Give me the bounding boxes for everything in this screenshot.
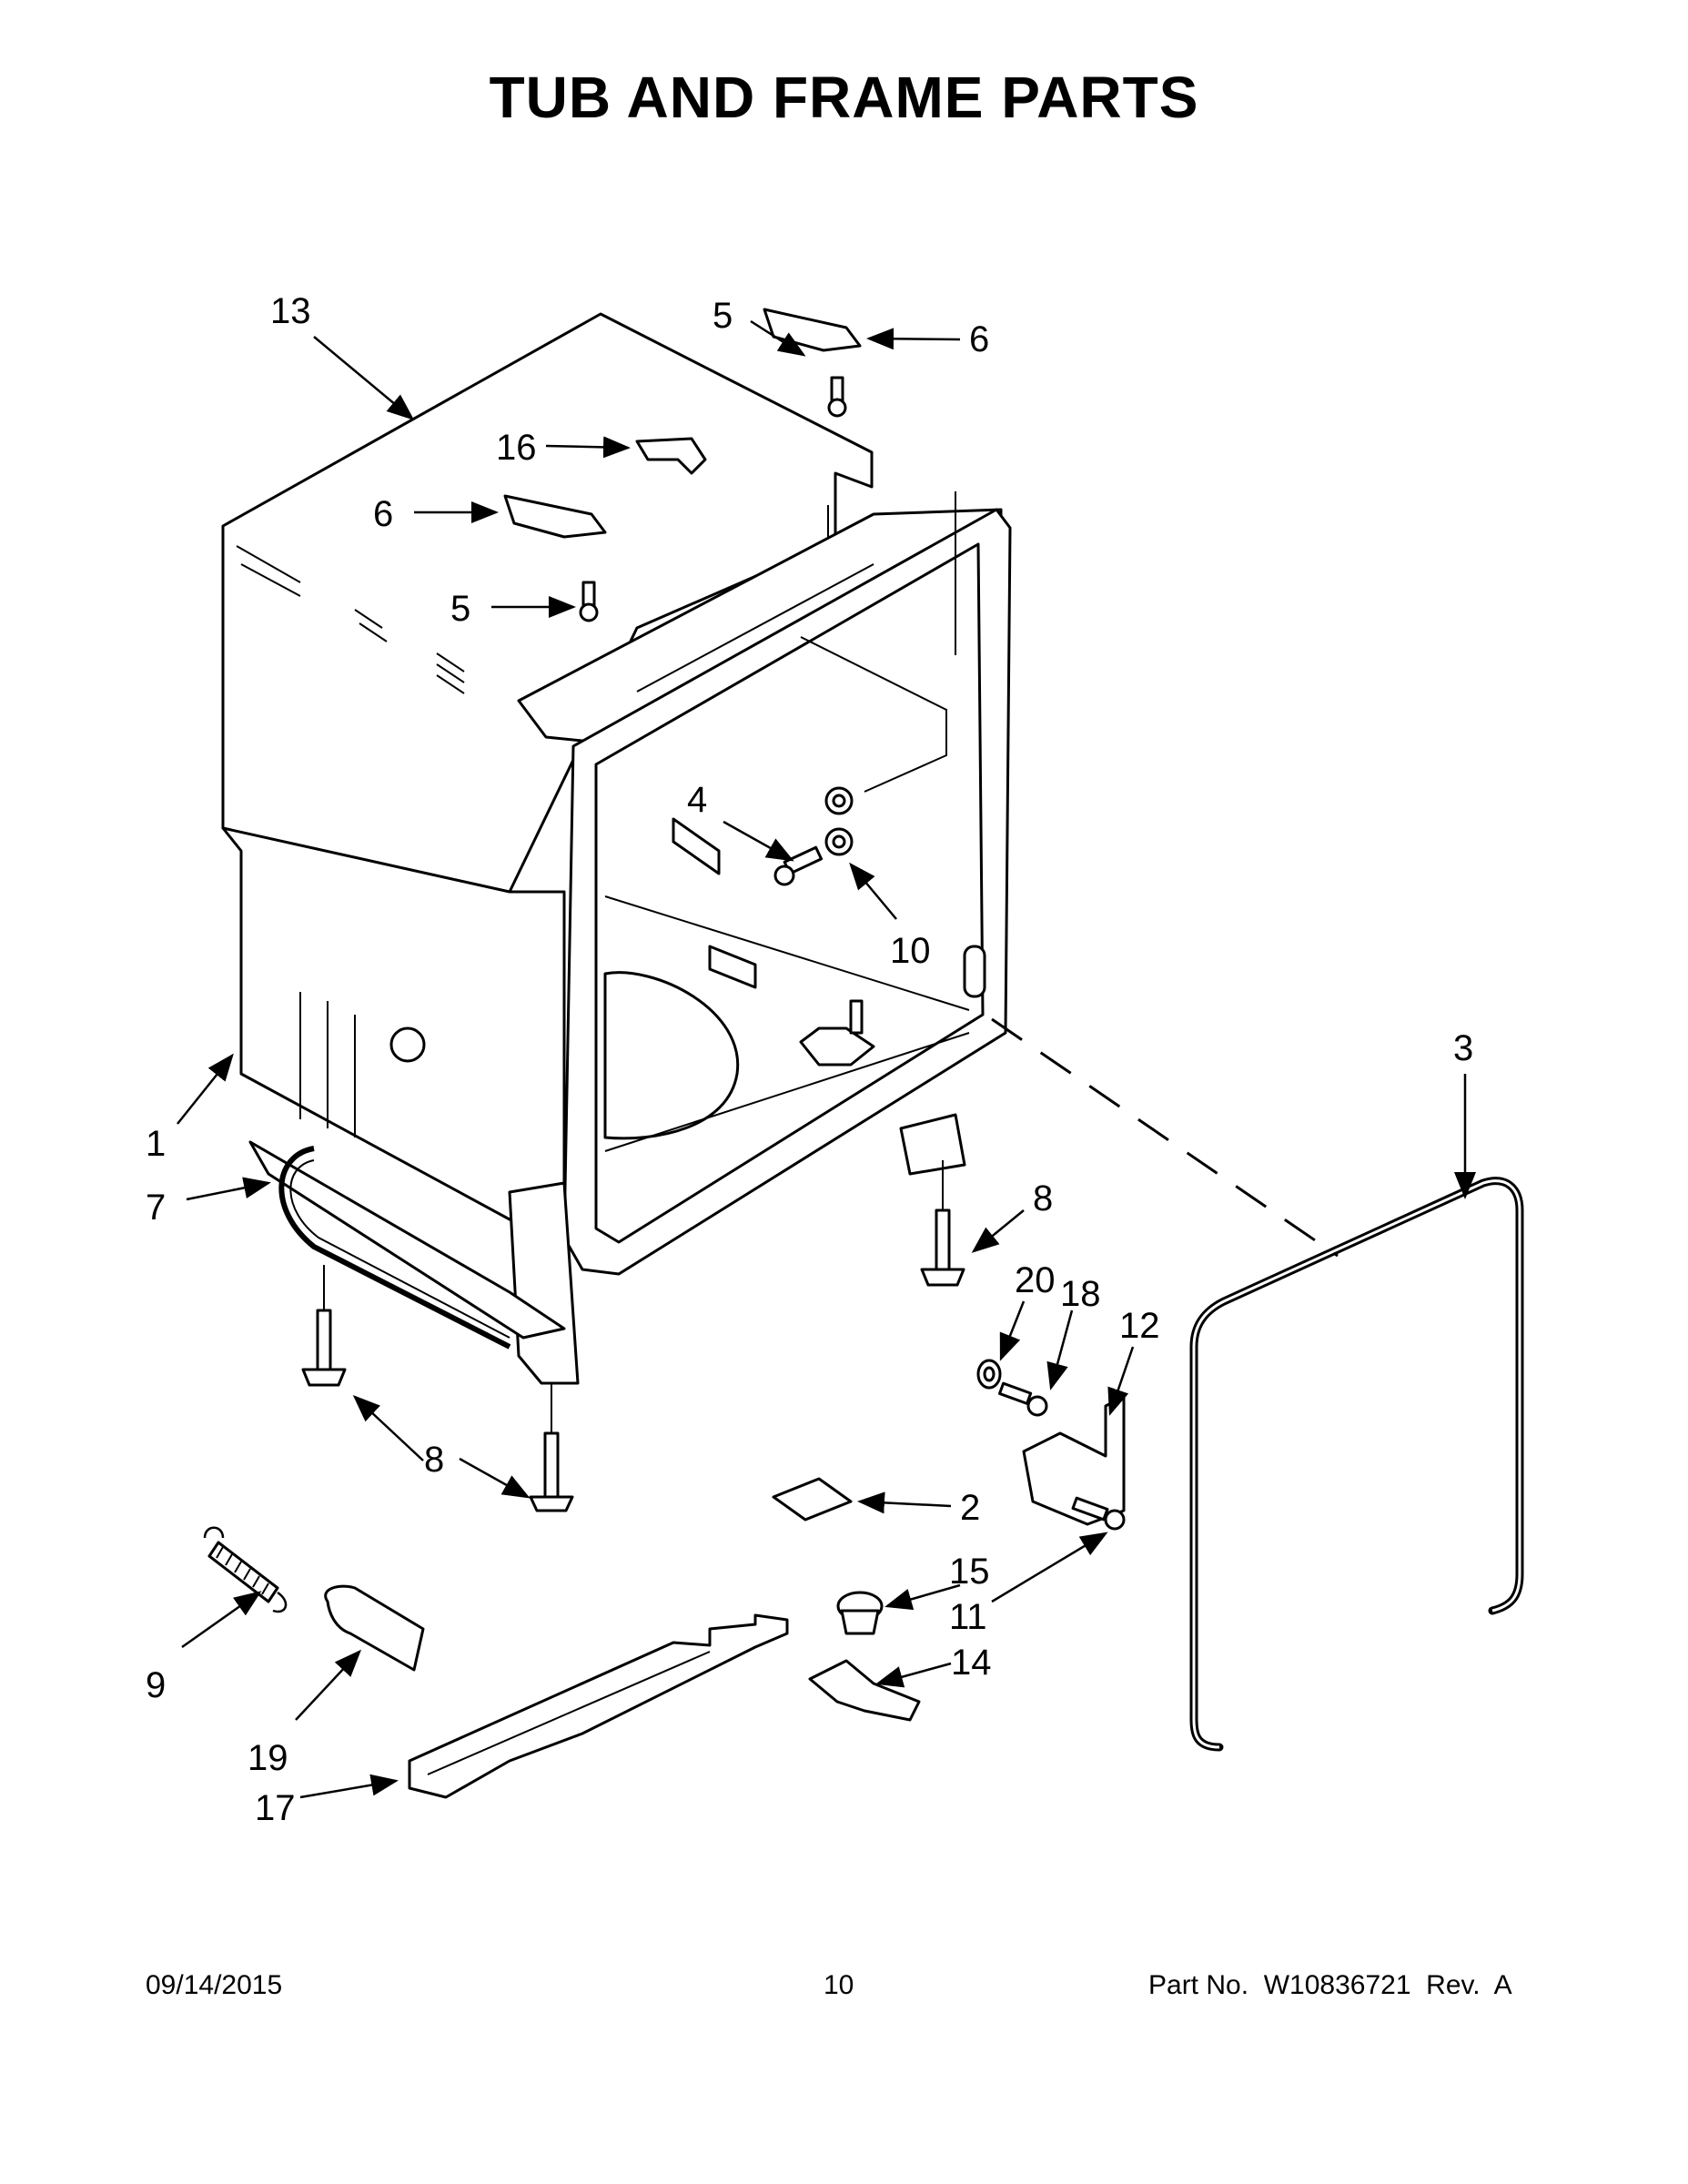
callout-6-left: 6 [373,494,393,534]
base-plate [408,1613,789,1799]
footer-date: 09/14/2015 [146,1970,283,2000]
callout-19: 19 [248,1738,288,1778]
footer-page-number: 10 [824,1970,854,2000]
callout-20: 20 [1015,1260,1056,1300]
callout-14: 14 [951,1643,992,1683]
footer-part-number: Part No. W10836721 Rev. A [1148,1970,1512,2000]
callout-16: 16 [496,428,537,468]
tub-sump-center [799,1026,875,1067]
door-gasket [1189,1177,1524,1752]
callout-15: 15 [949,1552,990,1592]
callout-5-top: 5 [713,296,733,336]
washer [976,1359,1002,1390]
page-title: TUB AND FRAME PARTS [489,65,1199,130]
callout-4: 4 [687,780,707,820]
callout-8-left: 8 [424,1440,444,1480]
thermostat [836,1591,884,1635]
callout-3: 3 [1453,1028,1473,1068]
screw-top [827,376,847,418]
screw-left [579,581,599,622]
callout-2: 2 [960,1488,980,1528]
callout-17: 17 [255,1788,296,1828]
clip [635,437,707,475]
callout-9: 9 [146,1665,166,1705]
leader-arrows [177,319,1476,1799]
callout-10: 10 [890,931,931,971]
door-spring [203,1526,288,1613]
insulation-pad [772,1477,853,1522]
callout-18: 18 [1060,1274,1101,1314]
callout-8-right: 8 [1033,1178,1053,1218]
callout-7: 7 [146,1188,166,1228]
spring-pad [324,1584,425,1672]
callout-5-left: 5 [450,589,470,629]
leveling-leg-1 [301,1309,347,1387]
hinge-bracket-top [763,308,862,352]
callout-labels: 13 5 6 16 6 5 4 10 1 7 3 8 8 20 18 12 2 … [146,291,1473,1828]
leveling-leg-2 [529,1431,574,1512]
hinge-bracket-left [503,494,607,539]
callout-6-top: 6 [969,319,989,359]
bracket-screw [1071,1496,1126,1531]
side-rail [278,1146,511,1350]
callout-12: 12 [1119,1306,1160,1346]
callout-1: 1 [146,1124,166,1164]
callout-13: 13 [270,291,311,331]
tub-assembly [221,312,1012,1385]
thermostat-bracket [808,1659,921,1722]
ground-screw [998,1381,1048,1417]
screw-front [773,845,824,886]
callout-11: 11 [949,1597,987,1637]
leveling-leg-3 [920,1208,965,1287]
